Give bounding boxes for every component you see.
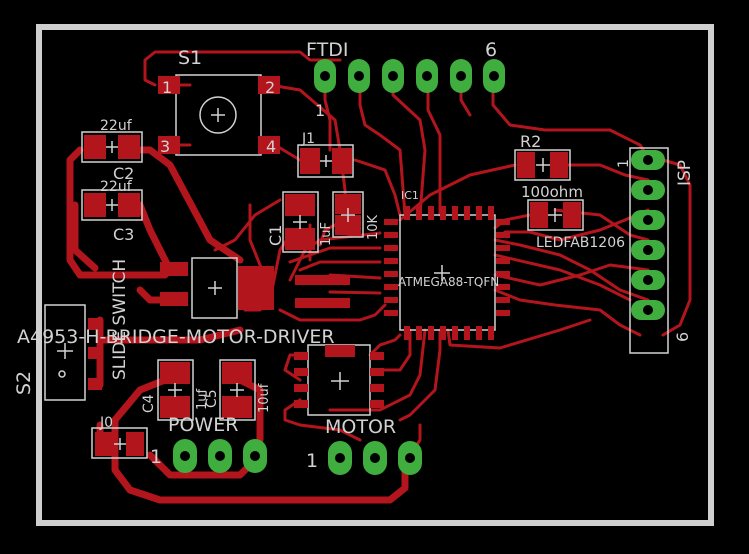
motor-header-pad <box>363 441 387 475</box>
c3-value-label: 22uf <box>100 179 133 195</box>
ic1-pad <box>496 245 510 251</box>
ic1-pad <box>404 206 410 220</box>
ftdi-header-pad <box>450 59 472 93</box>
ic1-pad <box>428 326 434 340</box>
ftdi-header-pad <box>382 59 404 93</box>
c2-label: C2 <box>113 164 134 183</box>
ic1-pad <box>488 326 494 340</box>
c2-value-label: 22uf <box>100 118 133 134</box>
s1-pin1-label: 1 <box>162 78 172 97</box>
c5-label: C5 <box>204 389 220 408</box>
ic1-pad <box>476 326 482 340</box>
led-label: LEDFAB1206 <box>536 235 625 251</box>
isp-header-pad <box>631 240 665 260</box>
ftdi-label: FTDI <box>306 39 348 61</box>
ic1-pad <box>384 219 398 225</box>
ic1-pad <box>416 326 422 340</box>
power-pin1-label: 1 <box>150 446 162 468</box>
ic1-pad <box>496 297 510 303</box>
ic1-pad <box>496 219 510 225</box>
c3-label: C3 <box>113 225 134 244</box>
isp-pin6-label: 6 <box>673 332 692 342</box>
c1-label: C1 <box>266 225 285 246</box>
ic1-label: IC1 <box>401 189 419 202</box>
ic1-pad <box>440 326 446 340</box>
board-outline <box>36 24 714 526</box>
smd-pads <box>84 76 581 456</box>
slide-switch-label: SLIDE SWITCH <box>110 259 130 380</box>
ic1-pad <box>496 258 510 264</box>
ic1-pad <box>496 271 510 277</box>
s1-pin2-label: 2 <box>265 78 275 97</box>
ic1-pad <box>496 284 510 290</box>
isp-pin1-label: 1 <box>616 159 632 168</box>
isp-header-pad <box>631 270 665 290</box>
ic1-pad <box>384 232 398 238</box>
motor-label: MOTOR <box>325 416 396 438</box>
r2-value-label: 100ohm <box>521 183 583 201</box>
ic1-pads <box>384 206 510 340</box>
ftdi-header-pad <box>483 59 505 93</box>
ftdi-header-pad <box>348 59 370 93</box>
ic1-pad <box>496 232 510 238</box>
s2-label: S2 <box>13 371 35 395</box>
isp-header-pad <box>631 150 665 170</box>
j1-label: J1 <box>301 131 315 147</box>
power-label: POWER <box>168 414 238 436</box>
ic1-pad <box>384 258 398 264</box>
motor-header-pad <box>398 441 422 475</box>
ic1-pad <box>384 310 398 316</box>
ic1-pad <box>428 206 434 220</box>
ftdi-header-pad <box>416 59 438 93</box>
c4-value-label: 1uf <box>195 388 210 410</box>
ic1-pad <box>384 245 398 251</box>
ic1-pad <box>464 206 470 220</box>
isp-header-pad <box>631 180 665 200</box>
ic1-pad <box>416 206 422 220</box>
center-marks <box>57 108 562 450</box>
s1-pin4-label: 4 <box>266 137 276 156</box>
ic1-pad <box>384 271 398 277</box>
c1-value-label: 1uF <box>319 222 334 246</box>
power-header-pad <box>173 439 197 473</box>
s1-label: S1 <box>178 47 202 69</box>
isp-header-pad <box>631 300 665 320</box>
ftdi-header-pad <box>314 59 336 93</box>
c4-label: C4 <box>141 394 157 413</box>
isp-header-pad <box>631 210 665 230</box>
ic1-pad <box>452 326 458 340</box>
ic1-pad <box>384 284 398 290</box>
ic1-pad <box>404 326 410 340</box>
isp-label: ISP <box>675 160 695 186</box>
ic1-pad <box>476 206 482 220</box>
ftdi-pin6-label: 6 <box>485 39 497 61</box>
ic1-pad <box>488 206 494 220</box>
power-header-pad <box>243 439 267 473</box>
ic1-name-label: ATMEGA88-TQFN <box>398 275 499 289</box>
c5-value-label: 10uf <box>257 383 272 413</box>
j0-label: J0 <box>99 415 113 431</box>
ic1-pad <box>384 297 398 303</box>
ftdi-pin1-label: 1 <box>315 101 325 120</box>
motor-pin1-label: 1 <box>306 450 318 472</box>
motor-header-pad <box>328 441 352 475</box>
s1-pin3-label: 3 <box>160 137 170 156</box>
ic1-pad <box>464 326 470 340</box>
s2-pin-marker <box>58 370 66 378</box>
ic1-pad <box>440 206 446 220</box>
r2-label: R2 <box>520 132 541 151</box>
motor-driver-label: A4953-H-BRIDGE-MOTOR-DRIVER <box>17 326 335 348</box>
ic1-pad <box>496 310 510 316</box>
silk-outlines <box>44 74 669 459</box>
power-header-pad <box>208 439 232 473</box>
through-hole-pads <box>173 59 665 475</box>
r1-value-label: 10K <box>366 214 381 240</box>
ic1-pad <box>452 206 458 220</box>
